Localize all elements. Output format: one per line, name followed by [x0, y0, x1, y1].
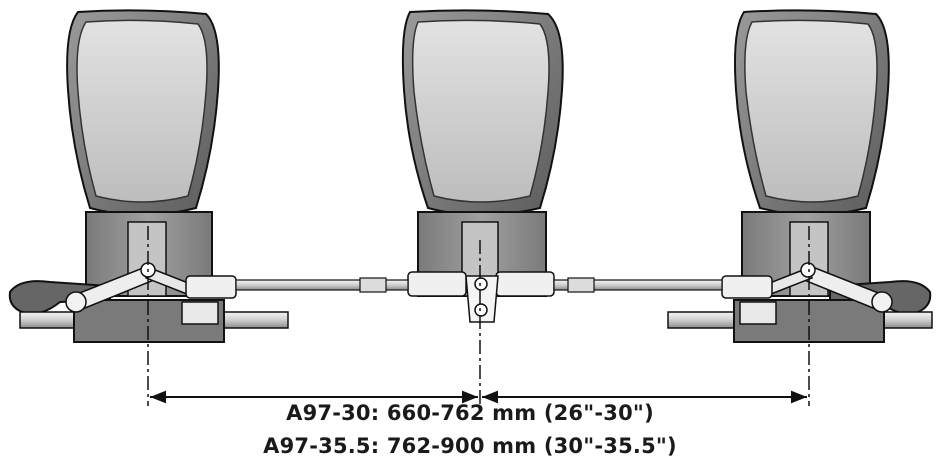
center-pivot-bolt-upper	[474, 277, 488, 291]
dimension-label-a97-35-5: A97-35.5: 762-900 mm (30"-35.5")	[263, 434, 677, 458]
left-cylinder-end-block	[181, 301, 219, 325]
right-engine-cowling-panel	[744, 19, 878, 203]
center-pivot-bolt-lower	[474, 303, 488, 317]
right-shaft-pivot	[800, 262, 816, 278]
left-engine-unit	[8, 9, 289, 343]
right-tie-bar-sleeve	[567, 277, 595, 293]
center-tie-bar-bracket-right	[495, 271, 555, 297]
left-tiller-pivot	[65, 291, 87, 313]
right-cylinder-end-block	[739, 301, 777, 325]
center-pivot-plate	[465, 275, 499, 323]
right-tie-bar-rod	[553, 279, 723, 291]
right-tiller-pivot	[871, 291, 893, 313]
right-engine-unit	[667, 9, 933, 343]
left-tie-bar-clamp	[185, 275, 237, 299]
dimension-label-a97-30: A97-30: 660-762 mm (26"-30")	[286, 401, 654, 425]
right-tie-bar-clamp	[721, 275, 773, 299]
left-engine-cowling-panel	[76, 19, 208, 203]
center-engine-cowling-panel	[411, 19, 550, 203]
left-tie-bar-sleeve	[359, 277, 387, 293]
center-engine-unit	[401, 9, 564, 323]
center-tie-bar-bracket-left	[407, 271, 467, 297]
left-engine-mount-bracket	[8, 280, 111, 315]
left-tie-bar-rod	[235, 279, 409, 291]
